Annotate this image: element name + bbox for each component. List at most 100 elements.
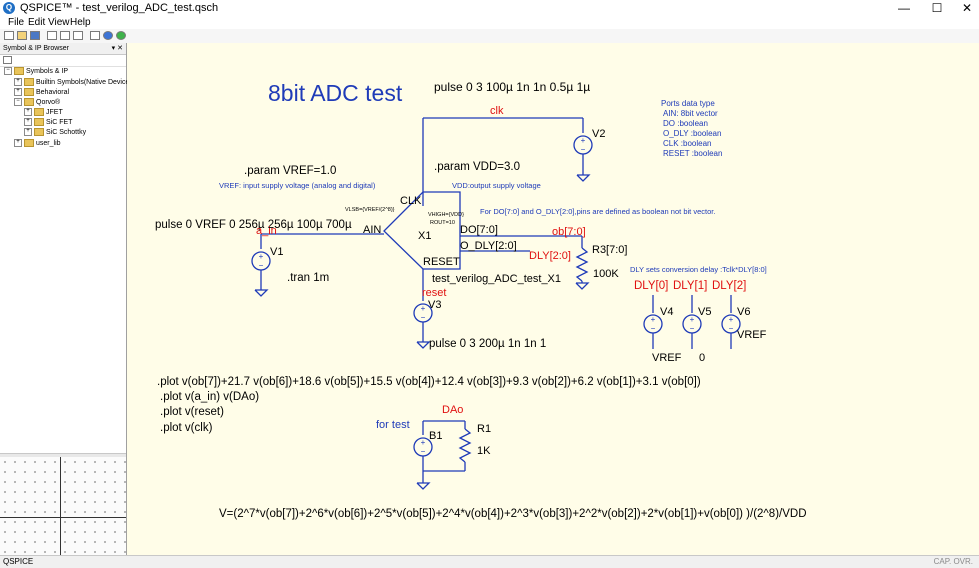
vlsb-param: VLSB={VREF/(2^8)} xyxy=(345,207,395,213)
ports-info-line-3: DO :boolean xyxy=(663,119,708,128)
menu-file[interactable]: File xyxy=(8,17,25,28)
clk-pin-label: CLK xyxy=(400,195,422,207)
open-folder-icon[interactable] xyxy=(17,31,27,40)
keyboard-indicators: CAP. OVR. xyxy=(933,557,973,566)
ain-pin-label: AIN xyxy=(363,224,381,236)
menu-view[interactable]: View xyxy=(48,17,70,28)
minus-sign: − xyxy=(421,447,426,456)
toolbar xyxy=(0,29,979,44)
paste-icon[interactable] xyxy=(73,31,83,40)
vhigh-param: VHIGH={VDD} xyxy=(428,212,464,218)
status-text: QSPICE xyxy=(3,557,34,566)
ports-info-line-5: CLK :boolean xyxy=(663,139,711,148)
plot-directive-1: .plot v(ob[7])+21.7 v(ob[6])+18.6 v(ob[5… xyxy=(157,376,701,388)
v6-label: V6 xyxy=(737,306,750,318)
param-vdd: .param VDD=3.0 xyxy=(434,161,520,173)
tree-item-sic-schottky[interactable]: +SiC Schottky xyxy=(24,128,86,138)
v6-value: VREF xyxy=(737,329,767,341)
instance-name: test_verilog_ADC_test_X1 xyxy=(432,273,561,285)
tree-item-builtin-symbols[interactable]: +Builtin Symbols(Native Device xyxy=(14,78,129,88)
reset-net-label: reset xyxy=(422,287,446,299)
plot-directive-3: .plot v(reset) xyxy=(160,406,224,418)
folder-icon xyxy=(14,67,24,76)
plus-sign: + xyxy=(421,304,426,313)
r1-label: R1 xyxy=(477,423,491,435)
menu-edit[interactable]: Edit xyxy=(28,17,46,28)
preview-crosshair-v xyxy=(60,457,61,555)
print-icon[interactable] xyxy=(90,31,100,40)
schematic-canvas[interactable]: +− +− +− +− +− +− +− 8bit ADC test pulse… xyxy=(127,43,979,555)
v3-pulse-label: pulse 0 3 200µ 1n 1n 1 xyxy=(429,338,546,350)
tree-item-symbols-ip[interactable]: −Symbols & IP xyxy=(4,67,68,77)
clk-net-label: clk xyxy=(490,105,504,117)
panel-close-button[interactable]: ▾ ✕ xyxy=(111,45,123,52)
save-icon[interactable] xyxy=(30,31,40,40)
dly-note: DLY sets conversion delay :Tclk*DLY[8:0] xyxy=(630,265,767,274)
browse-icon[interactable] xyxy=(3,56,12,64)
maximize-button[interactable]: ☐ xyxy=(931,1,943,15)
x1-adc-symbol[interactable] xyxy=(383,191,461,270)
run-simulation-icon[interactable] xyxy=(116,31,126,40)
collapse-icon[interactable]: − xyxy=(14,98,22,107)
v4-label: V4 xyxy=(660,306,673,318)
menu-bar: File Edit View Help xyxy=(0,17,979,29)
ports-info-line-6: RESET :boolean xyxy=(663,149,722,158)
r1-resistor[interactable] xyxy=(458,428,472,463)
r3-value: 100K xyxy=(593,268,619,280)
panel-toolbar xyxy=(0,55,126,67)
expand-icon[interactable]: + xyxy=(24,108,32,117)
plus-sign: + xyxy=(259,252,264,261)
panel-splitter[interactable] xyxy=(0,453,126,457)
plus-sign: + xyxy=(651,315,656,324)
plus-sign: + xyxy=(421,438,426,447)
dly1-net-label: DLY[1] xyxy=(673,280,707,292)
collapse-icon[interactable]: − xyxy=(4,67,12,76)
ob-net-label: ob[7:0] xyxy=(552,226,586,238)
tree-item-sic-fet[interactable]: +SiC FET xyxy=(24,118,72,128)
symbol-preview xyxy=(0,457,126,555)
window-title: QSPICE™ - test_verilog_ADC_test.qsch xyxy=(20,2,219,14)
cut-icon[interactable] xyxy=(47,31,57,40)
vref-description: VREF: input supply voltage (analog and d… xyxy=(219,181,376,190)
tree-item-behavioral[interactable]: +Behavioral xyxy=(14,88,69,98)
param-vref: .param VREF=1.0 xyxy=(244,165,336,177)
expand-icon[interactable]: + xyxy=(14,88,22,97)
minus-sign: − xyxy=(259,261,264,270)
menu-help[interactable]: Help xyxy=(70,17,91,28)
expand-icon[interactable]: + xyxy=(14,78,22,87)
plot-directive-2: .plot v(a_in) v(DAo) xyxy=(160,391,259,403)
panel-title: Symbol & IP Browser xyxy=(3,45,70,52)
expand-icon[interactable]: + xyxy=(14,139,22,148)
v5-label: V5 xyxy=(698,306,711,318)
r3-resistor[interactable] xyxy=(575,247,589,282)
b1-label: B1 xyxy=(429,430,442,442)
preview-crosshair-h xyxy=(0,517,126,518)
v5-value: 0 xyxy=(699,352,705,364)
schematic-title: 8bit ADC test xyxy=(268,80,403,106)
tran-directive: .tran 1m xyxy=(287,272,329,284)
close-button[interactable]: ✕ xyxy=(961,1,973,15)
ports-info-line-4: O_DLY :boolean xyxy=(663,129,721,138)
expand-icon[interactable]: + xyxy=(24,118,32,127)
copy-icon[interactable] xyxy=(60,31,70,40)
qspice-app-icon: Q xyxy=(3,2,15,14)
tree-item-jfet[interactable]: +JFET xyxy=(24,108,63,118)
r1-value: 1K xyxy=(477,445,491,457)
dly0-net-label: DLY[0] xyxy=(634,280,668,292)
minimize-button[interactable]: — xyxy=(898,1,910,15)
rout-param: ROUT=10 xyxy=(430,220,455,226)
tree-item-qorvo[interactable]: −Qorvo® xyxy=(14,98,60,108)
folder-icon xyxy=(24,139,34,148)
conversion-formula: V=(2^7*v(ob[7])+2^6*v(ob[6])+2^5*v(ob[5]… xyxy=(219,508,807,520)
reset-pin-label: RESET xyxy=(423,256,460,268)
help-icon[interactable] xyxy=(103,31,113,40)
plus-sign: + xyxy=(581,136,586,145)
expand-icon[interactable]: + xyxy=(24,128,32,137)
minus-sign: − xyxy=(690,324,695,333)
boolean-note: For DO[7:0] and O_DLY[2:0],pins are defi… xyxy=(480,207,715,216)
v1-label: V1 xyxy=(270,246,283,258)
dly2-net-label: DLY[2] xyxy=(712,280,746,292)
tree-item-user-lib[interactable]: +user_lib xyxy=(14,139,61,149)
new-file-icon[interactable] xyxy=(4,31,14,40)
for-test-label: for test xyxy=(376,419,410,431)
